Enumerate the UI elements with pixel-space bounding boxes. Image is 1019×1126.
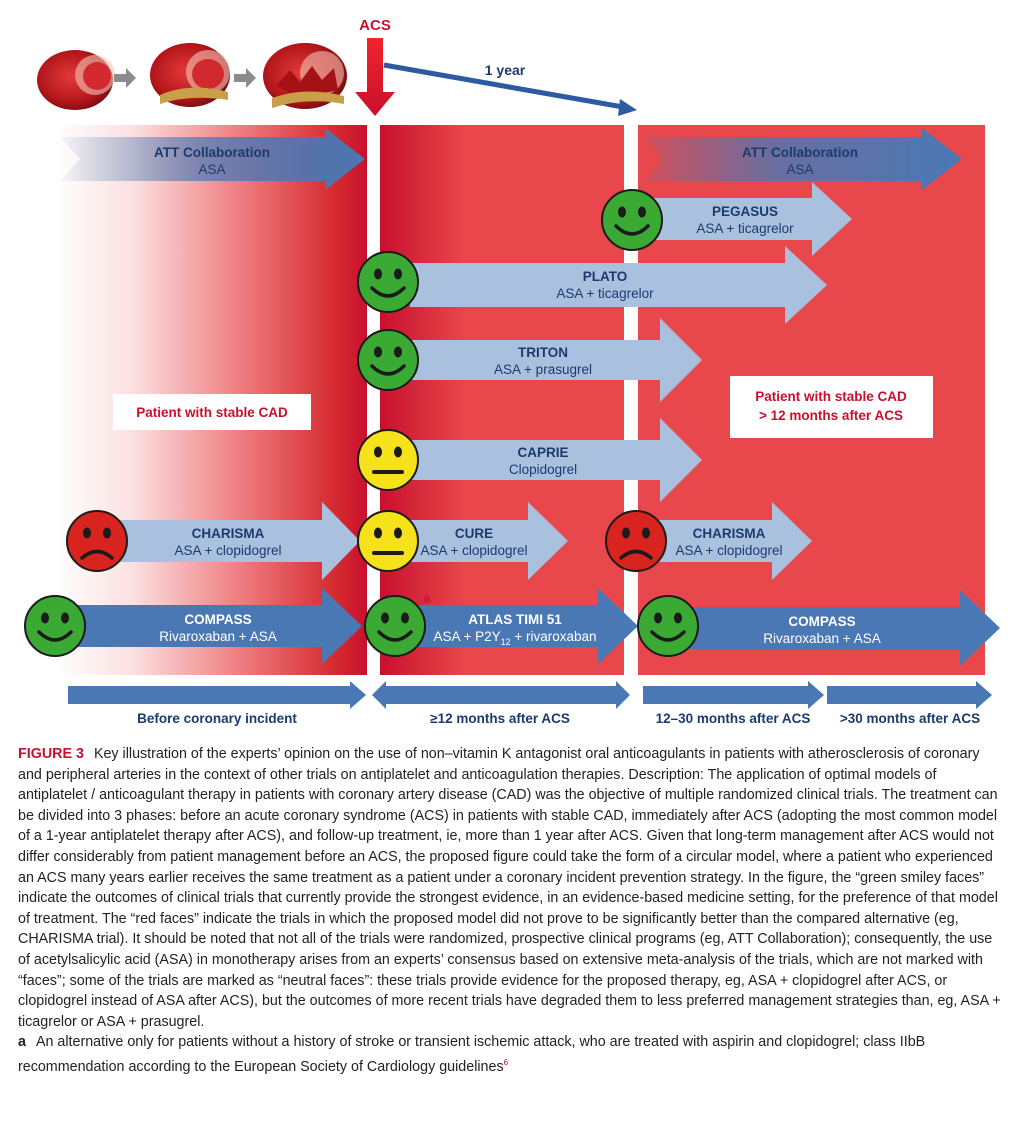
timeline-first-label: ≥12 months after ACS <box>430 711 570 726</box>
plato-arrow <box>410 246 827 324</box>
charisma-post-arrow <box>650 502 812 580</box>
triton-name: TRITON <box>518 345 568 360</box>
cure-therapy: ASA + clopidogrel <box>421 543 528 558</box>
stable-cad-post-label-1: Patient with stable CAD <box>755 389 907 404</box>
att-pre-therapy: ASA <box>198 162 225 177</box>
compass-post-name: COMPASS <box>788 614 855 629</box>
pegasus-therapy: ASA + ticagrelor <box>696 221 794 236</box>
atlas-therapy-suffix: + rivaroxaban <box>511 629 597 644</box>
stable-cad-pre-label: Patient with stable CAD <box>136 405 288 420</box>
panel-first-year <box>380 125 624 675</box>
timeline-mid-arrow <box>643 681 824 709</box>
compass-post-arrow <box>650 590 1000 666</box>
charisma-post-therapy: ASA + clopidogrel <box>676 543 783 558</box>
smiley-green-icon <box>357 329 419 391</box>
compass-post-therapy: Rivaroxaban + ASA <box>763 631 880 646</box>
charisma-post-name: CHARISMA <box>693 526 766 541</box>
stable-cad-pre-box <box>113 394 311 430</box>
one-year-label: 1 year <box>485 62 526 78</box>
triton-therapy: ASA + prasugrel <box>494 362 592 377</box>
caprie-name: CAPRIE <box>517 445 568 460</box>
att-pre-arrow <box>60 128 365 190</box>
note-reference: 6 <box>503 1057 509 1067</box>
smiley-green-icon <box>364 595 426 657</box>
smiley-red-icon <box>66 510 128 572</box>
arrow-icon <box>114 68 136 88</box>
smiley-green-icon <box>357 251 419 313</box>
acs-label: ACS <box>359 17 391 34</box>
att-post-name: ATT Collaboration <box>742 145 858 160</box>
stable-cad-post-label-2: > 12 months after ACS <box>759 408 903 423</box>
timeline-mid-label: 12–30 months after ACS <box>656 711 811 726</box>
stable-cad-post-box <box>730 376 933 438</box>
charisma-pre-name: CHARISMA <box>192 526 265 541</box>
smiley-green-icon <box>637 595 699 657</box>
atlas-name: ATLAS TIMI 51 <box>468 612 562 627</box>
acs-arrow <box>355 38 395 116</box>
charisma-pre-arrow <box>95 502 360 580</box>
triton-arrow <box>410 318 702 402</box>
one-year-arrowhead <box>618 99 637 116</box>
timeline-before-arrow <box>68 681 366 709</box>
timeline-late-arrow <box>827 681 992 709</box>
figure-diagram: ACS 1 year ATT Collaboration ASA ATT Col… <box>24 17 1000 726</box>
smiley-red-icon <box>605 510 667 572</box>
note-label: a <box>18 1034 26 1051</box>
smiley-neutral-icon <box>357 510 419 572</box>
vessel-plaque-illustration <box>150 43 230 107</box>
vessel-healthy-illustration <box>37 50 115 110</box>
cure-arrow <box>410 502 568 580</box>
arrow-icon <box>234 68 256 88</box>
atlas-therapy-prefix: ASA + P2Y <box>433 629 500 644</box>
timeline-late-label: >30 months after ACS <box>840 711 980 726</box>
pegasus-arrow <box>650 182 852 256</box>
plato-name: PLATO <box>583 269 628 284</box>
vessel-rupture-illustration <box>263 43 347 109</box>
smiley-neutral-icon <box>357 429 419 491</box>
pegasus-name: PEGASUS <box>712 204 778 219</box>
figure-label: FIGURE 3 <box>18 746 84 762</box>
atlas-arrow <box>410 588 638 664</box>
compass-pre-therapy: Rivaroxaban + ASA <box>159 629 276 644</box>
caption-text: Key illustration of the experts’ opinion… <box>18 746 1001 1030</box>
smiley-green-icon <box>24 595 86 657</box>
footnote-marker: a <box>424 591 431 605</box>
smiley-green-icon <box>601 189 663 251</box>
compass-pre-name: COMPASS <box>184 612 251 627</box>
atlas-therapy-sub: 12 <box>501 637 511 647</box>
att-post-arrow <box>645 128 962 190</box>
note-text: An alternative only for patients without… <box>18 1034 926 1075</box>
att-post-therapy: ASA <box>786 162 813 177</box>
caprie-arrow <box>410 418 702 502</box>
atlas-therapy: ASA + P2Y12 + rivaroxaban <box>433 629 596 647</box>
timeline-first-arrow <box>372 681 630 709</box>
caprie-therapy: Clopidogrel <box>509 462 577 477</box>
charisma-pre-therapy: ASA + clopidogrel <box>175 543 282 558</box>
att-pre-name: ATT Collaboration <box>154 145 270 160</box>
plato-therapy: ASA + ticagrelor <box>556 286 654 301</box>
compass-pre-arrow <box>60 588 362 664</box>
cure-name: CURE <box>455 526 493 541</box>
timeline-before-label: Before coronary incident <box>137 711 297 726</box>
one-year-arrow <box>383 62 624 110</box>
